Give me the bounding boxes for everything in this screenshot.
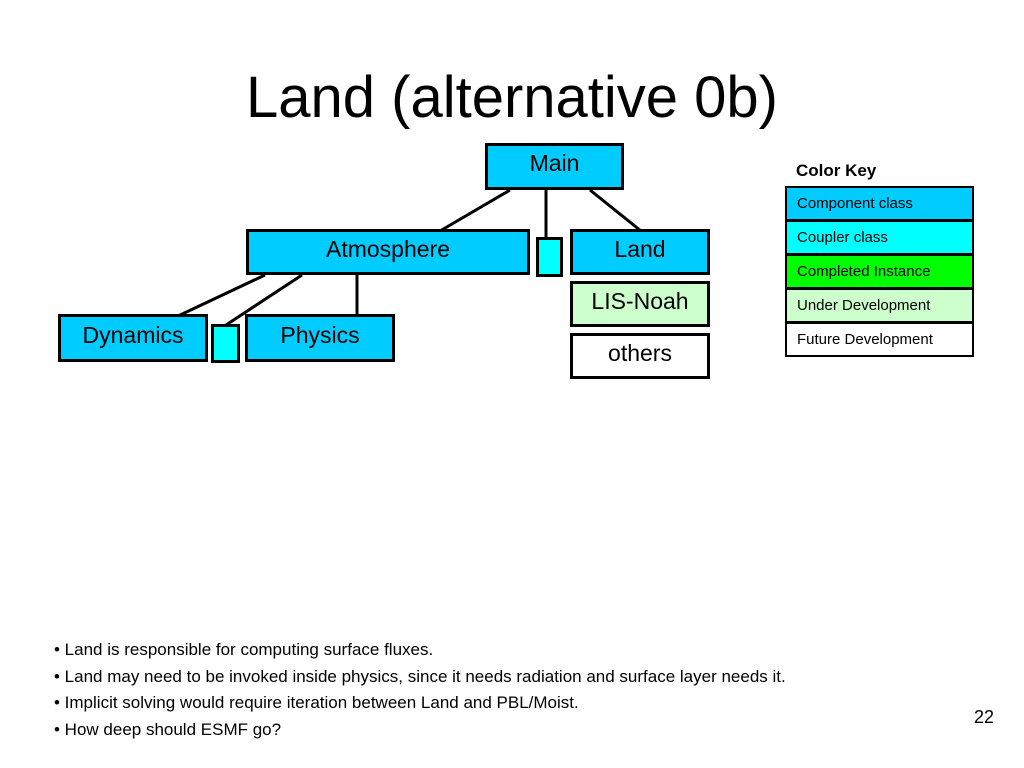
bullet-item: • Land is responsible for computing surf…: [54, 640, 434, 659]
land-label: Land: [614, 235, 666, 262]
main-coupler-box[interactable]: [536, 237, 563, 277]
bullet-item: • Land may need to be invoked inside phy…: [54, 666, 786, 686]
others-box[interactable]: others: [570, 333, 710, 379]
physics-component-box[interactable]: Physics: [245, 314, 395, 362]
main-label: Main: [529, 150, 580, 176]
link-main-atmosphere: [439, 188, 511, 233]
bullet-list: • Land is responsible for computing surf…: [54, 637, 786, 743]
atmosphere-label: Atmosphere: [325, 235, 450, 262]
bullet-item: • How deep should ESMF go?: [54, 719, 282, 739]
main-component-box[interactable]: Main: [485, 143, 624, 190]
physics-label: Physics: [280, 321, 360, 348]
key-coupler-class: Coupler class: [785, 220, 974, 255]
dynamics-label: Dynamics: [82, 321, 184, 348]
key-completed-instance: Completed Instance: [785, 254, 974, 289]
atmosphere-coupler-box[interactable]: [211, 324, 240, 363]
lis-noah-label: LIS-Noah: [591, 287, 689, 314]
slide-title: Land (alternative 0b): [246, 65, 778, 130]
others-label: others: [608, 339, 672, 366]
link-atmosphere-coupler: [225, 273, 303, 327]
dynamics-component-box[interactable]: Dynamics: [58, 314, 208, 362]
page-number: 22: [974, 707, 995, 727]
land-component-box[interactable]: Land: [570, 229, 710, 275]
key-component-class: Component class: [785, 186, 974, 221]
link-main-land: [589, 188, 642, 233]
key-under-development: Under Development: [785, 288, 974, 323]
bullet-item: • Implicit solving would require iterati…: [54, 693, 579, 712]
lis-noah-box[interactable]: LIS-Noah: [570, 281, 710, 327]
link-atmosphere-dynamics: [177, 273, 266, 318]
atmosphere-component-box[interactable]: Atmosphere: [246, 229, 530, 275]
color-key-title: Color Key: [796, 161, 877, 180]
key-future-development: Future Development: [785, 322, 974, 357]
